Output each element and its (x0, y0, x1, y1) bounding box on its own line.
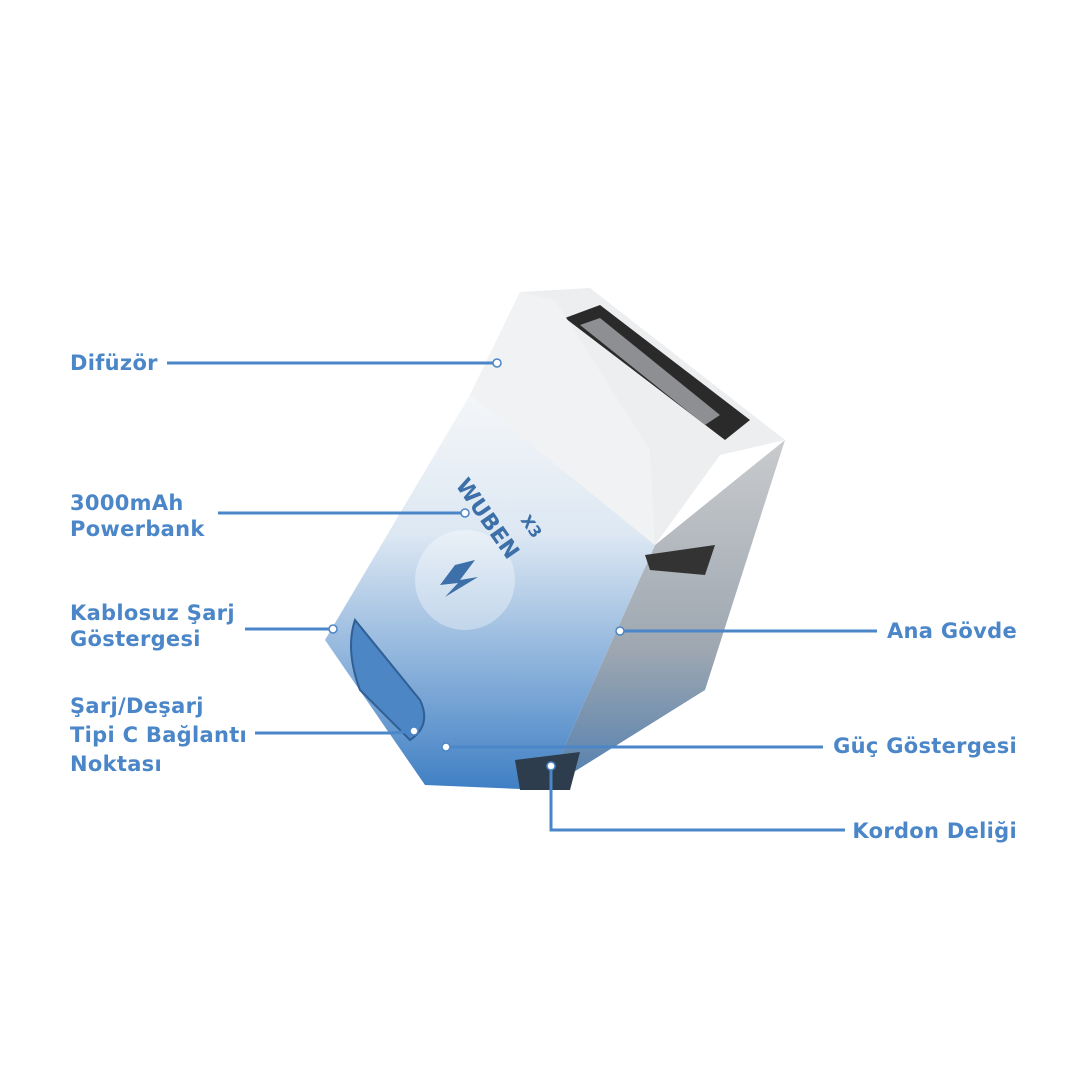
label-wireless-indicator: Kablosuz Şarj Göstergesi (70, 600, 235, 652)
callout-lines (167, 361, 877, 832)
label-typec-line3: Noktası (70, 752, 162, 776)
label-typec-port: Şarj/Deşarj Tipi C Bağlantı Noktası (70, 692, 247, 779)
label-wireless-line1: Kablosuz Şarj (70, 601, 235, 625)
label-main-body: Ana Gövde (886, 619, 1017, 643)
typec-line (255, 729, 415, 735)
label-typec-line1: Şarj/Deşarj (70, 694, 204, 718)
callout-dots (328, 358, 625, 771)
flashlight-body: WUBEN X3 (325, 288, 785, 790)
label-typec-line2: Tipi C Bağlantı (70, 723, 248, 747)
label-diffuser: Difüzör (70, 351, 158, 375)
label-wireless-line2: Göstergesi (70, 627, 201, 651)
lanyard-line (549, 766, 845, 832)
label-powerbank: 3000mAh Powerbank (70, 490, 205, 542)
label-power-indicator: Güç Göstergesi (833, 734, 1017, 758)
label-powerbank-line2: Powerbank (70, 517, 205, 541)
label-lanyard-hole: Kordon Deliği (852, 819, 1017, 843)
label-powerbank-line1: 3000mAh (70, 491, 184, 515)
